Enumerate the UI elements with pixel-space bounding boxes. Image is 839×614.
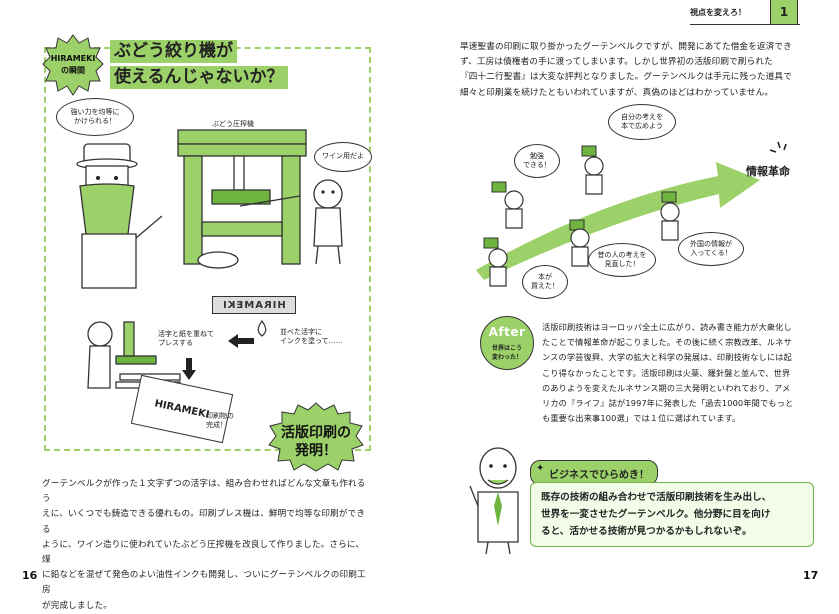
left-body-text: グーテンベルクが作った１文字ずつの活字は、組み合わせればどんな文章も作れるう え… — [42, 477, 372, 614]
grape-press-illustration — [177, 129, 307, 269]
right-intro-text: 旱速聖書の印刷に取り掛かったグーテンベルクですが、開発にあてた借金を返済でき ず… — [460, 40, 800, 101]
figure-author — [581, 145, 604, 195]
businessman-mascot — [469, 447, 519, 555]
text-line: ると、活かせる技術が見つかるかもしれないぞ。 — [541, 526, 752, 537]
text-line: のありようを変えたルネサンス期の三大発明といわれており、アメ — [542, 382, 791, 393]
label-printed: 印刷物の 完成！ — [206, 412, 234, 429]
text-line: リカの『ライフ』誌が1997年に発表した「過去1000年間でもっと — [542, 398, 794, 409]
section-title: 視点を変えろ！ — [690, 8, 746, 17]
figure-student — [491, 181, 524, 229]
text-line: も重要な出来事100選」では１位に選ばれています。 — [542, 413, 741, 424]
page-number-left: 16 — [22, 569, 38, 582]
after-badge-title: After — [488, 325, 526, 339]
business-label-text: ビジネスでひらめき！ — [549, 470, 649, 481]
business-label: ✦ ビジネスでひらめき！ — [530, 460, 658, 485]
bubble-pressure: 強い力を均等に かけられる！ — [56, 98, 134, 136]
arrow-label: 情報革命 — [746, 165, 790, 178]
section-header: 視点を変えろ！ — [690, 0, 800, 25]
text-line: ように、ワイン造りに使われていたぶどう圧搾機を改良して作りました。さらに、煤 — [42, 539, 365, 566]
type-block-text: HIRAMEKI — [222, 299, 286, 311]
text-line: 細々と印刷業を続けたともいわれていますが、真偽のほどはわかっていません。 — [460, 87, 774, 98]
text-line: 世界を一変させたグーテンベルク。他分野に目を向け — [541, 509, 771, 520]
business-box: 既存の技術の組み合わせで活版印刷技術を生み出し、 世界を一変させたグーテンベルク… — [530, 482, 814, 547]
label-ink: 並べた活字に インクを塗って…… — [280, 328, 343, 345]
text-line: 既存の技術の組み合わせで活版印刷技術を生み出し、 — [541, 492, 772, 503]
text-line: 『四十二行聖書』は大変な評判となりました。グーテンベルクは手元に残った道具で — [460, 72, 793, 83]
lightbulb-icon: ✦ — [536, 463, 545, 474]
after-badge: After 世界はこう 変わった！ — [480, 316, 534, 370]
invention-badge-line-2: 発明！ — [295, 443, 337, 459]
section-number: 1 — [779, 5, 789, 19]
revolution-arrow — [476, 162, 760, 280]
sparkle-icon — [769, 141, 787, 153]
page-number-right: 17 — [803, 569, 819, 582]
bubble-study: 勉強 できる！ — [514, 144, 560, 178]
invention-badge: 活版印刷の 発明！ — [268, 402, 364, 472]
label-press-step: 活字と紙を重ねて プレスする — [158, 330, 214, 347]
after-badge-sub-2: 変わった！ — [491, 354, 522, 361]
headline: ぶどう絞り機が 使えるんじゃないか？ — [110, 40, 330, 89]
gutenberg-figure — [76, 143, 163, 289]
headline-line-2: 使えるんじゃないか？ — [110, 66, 288, 89]
headline-line-1: ぶどう絞り機が — [110, 40, 237, 63]
text-line: に鉛などを混ぜて発色のよい油性インクも開発し、ついにグーテンベルクの印刷工房 — [42, 570, 366, 596]
text-line: こり得なかったことです。活版印刷は火薬、羅針盤と並んで、世界 — [542, 367, 791, 378]
hirameki-badge: HIRAMEKI の瞬間 — [42, 34, 104, 96]
text-line: が完成しました。 — [42, 600, 112, 611]
figure-history-reader — [569, 219, 590, 267]
bubble-share: 自分の考えを 本で広めよう — [608, 104, 676, 140]
text-line: ンスの学芸復興、大学の拡大と科学の発展は、印刷技術なしには起 — [542, 352, 792, 363]
bubble-foreign: 外国の情報が 入ってくる！ — [678, 232, 744, 266]
bubble-ancient: 昔の人の考えを 見直した！ — [588, 243, 656, 277]
hirameki-badge-subtitle: の瞬間 — [61, 66, 85, 75]
text-line: ず、工房は債権者の手に渡ってしまいます。しかし世界初の活版印刷で刷られた — [460, 57, 773, 68]
hirameki-badge-title: HIRAMEKI — [50, 54, 96, 63]
printed-paper-text: HIRAMEKI — [153, 397, 211, 421]
label-grape-press: ぶどう圧搾機 — [212, 120, 254, 128]
bubble-book: 本が 買えた！ — [522, 265, 568, 299]
text-line: えに、いくつでも鋳造できる優れもの。印刷プレス機は、鮮明で均等な印刷ができる — [42, 509, 366, 535]
text-line: 活版印刷技術はヨーロッパ全土に広がり、読み書き能力が大衆化し — [542, 322, 792, 332]
after-badge-sub-1: 世界はこう — [491, 345, 522, 352]
text-line: 旱速聖書の印刷に取り掛かったグーテンベルクですが、開発にあてた借金を返済でき — [460, 42, 792, 52]
figure-book-reader — [483, 237, 508, 287]
bubble-wine: ワイン用だよ — [314, 142, 372, 172]
arrow-left-icon — [228, 334, 254, 348]
after-text: 活版印刷技術はヨーロッパ全土に広がり、読み書き能力が大衆化し たことで情報革命が… — [542, 320, 804, 426]
ink-drop-icon — [257, 319, 267, 337]
type-block: HIRAMEKI — [212, 296, 296, 314]
section-number-tab: 1 — [770, 0, 798, 25]
figure-foreign-news — [660, 191, 680, 241]
arrow-down-icon — [182, 358, 196, 380]
text-line: グーテンベルクが作った１文字ずつの活字は、組み合わせればどんな文章も作れるう — [42, 479, 366, 505]
text-line: たことで情報革命が起こりました。その後に続く宗教改革、ルネサ — [542, 337, 792, 348]
worker-figure — [313, 179, 343, 265]
invention-badge-line-1: 活版印刷の — [281, 425, 351, 441]
